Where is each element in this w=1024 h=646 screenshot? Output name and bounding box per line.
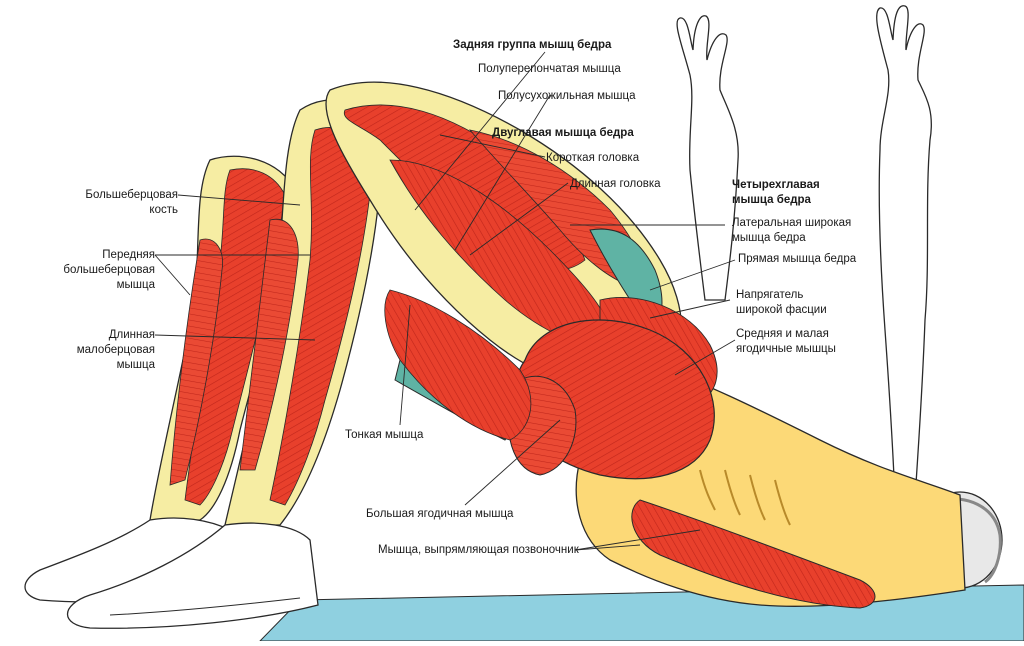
label-short-head: Короткая головка (546, 152, 640, 164)
label-quadriceps-1: Четырехглавая (732, 179, 820, 191)
label-semimembranosus: Полуперепончатая мышца (478, 63, 621, 75)
label-tibialis-anterior-1: Передняя (102, 249, 155, 261)
label-posterior-group: Задняя группа мышц бедра (453, 39, 612, 51)
right-arm (876, 5, 932, 501)
label-vastus-lateralis-1: Латеральная широкая (732, 217, 852, 229)
label-quadriceps-2: мышца бедра (732, 194, 811, 206)
label-vastus-lateralis-2: мышца бедра (732, 232, 806, 244)
label-tibialis-anterior-3: мышца (116, 279, 155, 291)
label-gluteus-med-min-2: ягодичные мышцы (736, 343, 836, 355)
leader-lines (154, 51, 736, 551)
label-tibia-2: кость (149, 204, 178, 216)
label-gracilis: Тонкая мышца (345, 429, 424, 441)
peroneus-back (169, 238, 223, 486)
label-peroneus-2: малоберцовая (76, 344, 155, 356)
label-biceps-femoris: Двуглавая мышца бедра (492, 127, 634, 139)
label-tfl-2: широкой фасции (736, 304, 827, 316)
label-semitendinosus: Полусухожильная мышца (498, 90, 636, 102)
label-long-head: Длинная головка (570, 178, 661, 190)
label-tibialis-anterior-2: большеберцовая (63, 264, 155, 276)
label-tfl-1: Напрягатель (736, 289, 804, 301)
label-peroneus-3: мышца (116, 359, 155, 371)
left-arm (676, 15, 739, 301)
label-rectus-femoris: Прямая мышца бедра (738, 253, 857, 265)
ribs (699, 469, 791, 526)
label-peroneus-1: Длинная (108, 329, 155, 341)
label-erector-spinae: Мышца, выпрямляющая позвоночник (378, 544, 579, 556)
shoe-front (66, 522, 319, 629)
label-tibia-1: Большеберцовая (85, 189, 178, 201)
adductor-muscles (384, 289, 532, 441)
label-gluteus-med-min-1: Средняя и малая (736, 328, 829, 340)
label-gluteus-maximus: Большая ягодичная мышца (366, 508, 514, 520)
erector-spinae-muscle (631, 499, 876, 609)
